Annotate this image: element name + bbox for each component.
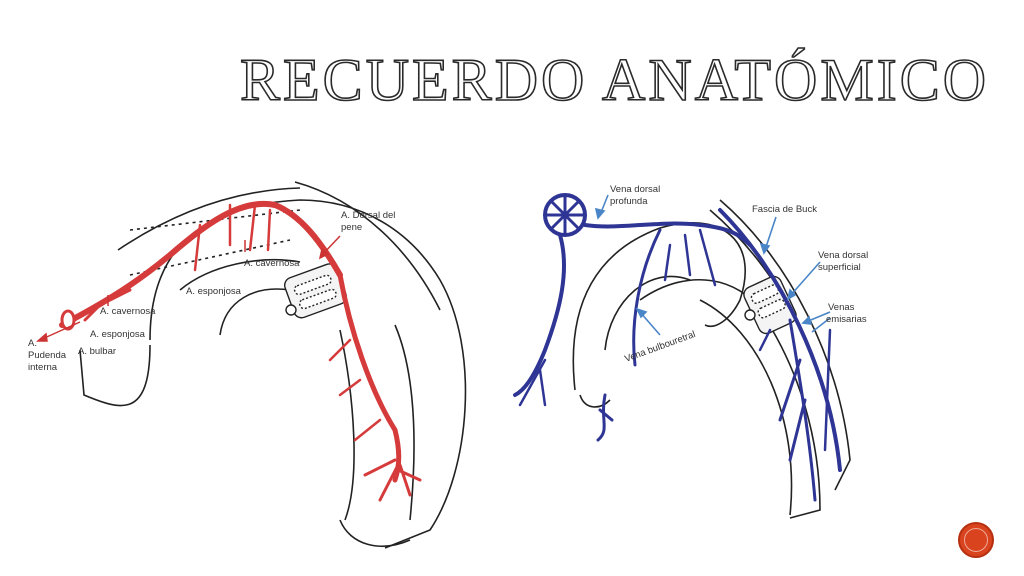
vein-arrows (594, 194, 831, 336)
label-bulbar: A. bulbar (78, 346, 116, 357)
label-cavernosa: A. cavernosa (100, 306, 156, 317)
label-pudenda-3: interna (28, 362, 58, 373)
label-venas-emisarias-1: Venas (828, 302, 855, 313)
label-dorsal-artery: A. Dorsal del (341, 210, 395, 221)
label-cavernosa-top: A. cavernosa (244, 258, 300, 269)
penis-outline-venous (572, 199, 851, 519)
label-fascia-buck: Fascia de Buck (752, 204, 817, 215)
label-vena-dorsal-sup-1: Vena dorsal (818, 250, 868, 261)
label-dorsal-artery-2: pene (341, 222, 362, 233)
label-vena-dorsal-profunda-2: profunda (610, 196, 648, 207)
arterial-labels: A. Dorsal del pene A. cavernosa A. espon… (28, 210, 395, 373)
label-esponjosa: A. esponjosa (90, 329, 146, 340)
arteries (59, 200, 422, 502)
spongy-tissue-arterial (283, 263, 347, 319)
label-venas-emisarias-2: emisarias (826, 314, 867, 325)
label-vena-dorsal-sup-2: superficial (818, 262, 861, 273)
label-pudenda-2: Pudenda (28, 350, 67, 361)
next-slide-button[interactable] (958, 522, 994, 558)
label-pudenda-1: A. (28, 338, 37, 349)
slide-title: RECUERDO ANATÓMICO (239, 46, 990, 114)
label-vena-dorsal-profunda-1: Vena dorsal (610, 184, 660, 195)
label-esponjosa-top: A. esponjosa (186, 286, 242, 297)
next-slide-icon (964, 528, 988, 552)
artery-arrows (36, 235, 341, 342)
veins (513, 193, 842, 502)
